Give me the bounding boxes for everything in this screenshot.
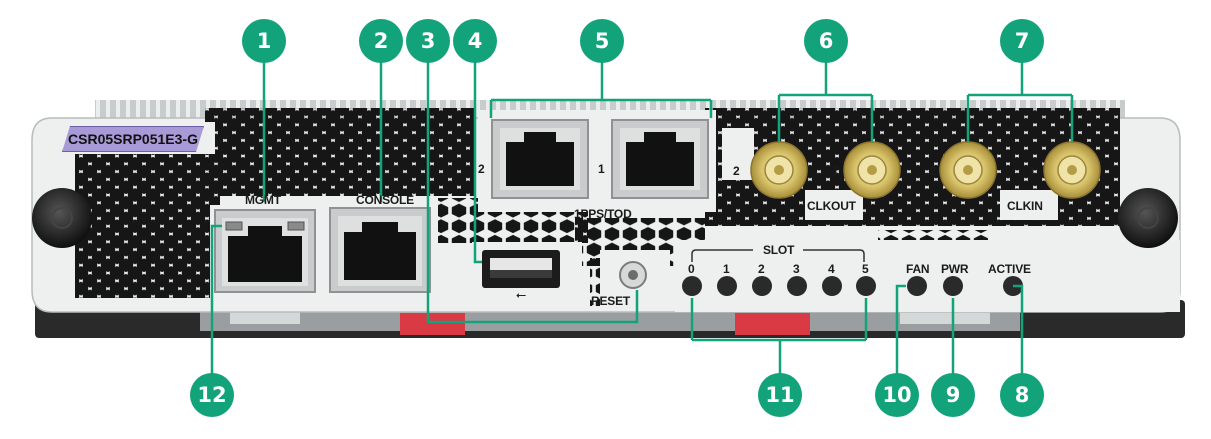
pwr-label: PWR (941, 262, 969, 276)
red-tab-right (735, 313, 810, 335)
fan-label: FAN (906, 262, 930, 276)
slot-number-1: 1 (723, 262, 730, 276)
reset-label: RESET (591, 294, 631, 308)
clkin-label: CLKIN (1007, 199, 1043, 213)
callout-9: 9 (931, 373, 975, 417)
usb-port: ⭠ (482, 250, 560, 303)
model-label: CSR05SRP051E3-G (62, 126, 204, 152)
leader-lines (210, 58, 1074, 378)
reset-button (619, 261, 647, 289)
active-label: ACTIVE (988, 262, 1031, 276)
clkout-1-label: 1 (832, 164, 839, 178)
pps-tod-port-1 (611, 119, 709, 199)
callout-8: 8 (1000, 373, 1044, 417)
console-label: CONSOLE (356, 193, 414, 207)
slot-number-0: 0 (688, 262, 695, 276)
clkin-2-label: 2 (930, 164, 937, 178)
mgmt-port (214, 209, 316, 293)
pwr-led (943, 276, 963, 296)
callout-2: 2 (359, 19, 403, 63)
clkin-1-label: 1 (1029, 164, 1036, 178)
slot-label: SLOT (763, 243, 795, 257)
pps-tod-port-2 (491, 119, 589, 199)
pps-tod-port-1-label: 1 (598, 162, 605, 176)
callout-10: 10 (875, 373, 919, 417)
clkout-label: CLKOUT (807, 199, 856, 213)
mgmt-label: MGMT (245, 193, 281, 207)
slot-number-3: 3 (793, 262, 800, 276)
slot-leds (682, 276, 876, 296)
callout-1: 1 (242, 19, 286, 63)
clkin-connectors (939, 141, 1101, 199)
callout-7: 7 (1000, 19, 1044, 63)
svg-text:⭠: ⭠ (516, 288, 526, 303)
red-tab-left (400, 313, 465, 335)
thumbscrew-right (1118, 188, 1178, 248)
callout-3: 3 (406, 19, 450, 63)
callout-4: 4 (453, 19, 497, 63)
callout-5: 5 (580, 19, 624, 63)
slot-number-5: 5 (862, 262, 869, 276)
thumbscrew-left (32, 188, 92, 248)
fan-led (907, 276, 927, 296)
callout-6: 6 (804, 19, 848, 63)
pps-tod-label: 1PPS/TOD (574, 207, 632, 221)
slot-number-4: 4 (828, 262, 835, 276)
slot-number-2: 2 (758, 262, 765, 276)
callout-11: 11 (758, 373, 802, 417)
clkout-connectors (750, 141, 901, 199)
pps-tod-port-2-label: 2 (478, 162, 485, 176)
callout-12: 12 (190, 373, 234, 417)
console-port (329, 207, 431, 293)
clkout-2-label: 2 (733, 164, 740, 178)
